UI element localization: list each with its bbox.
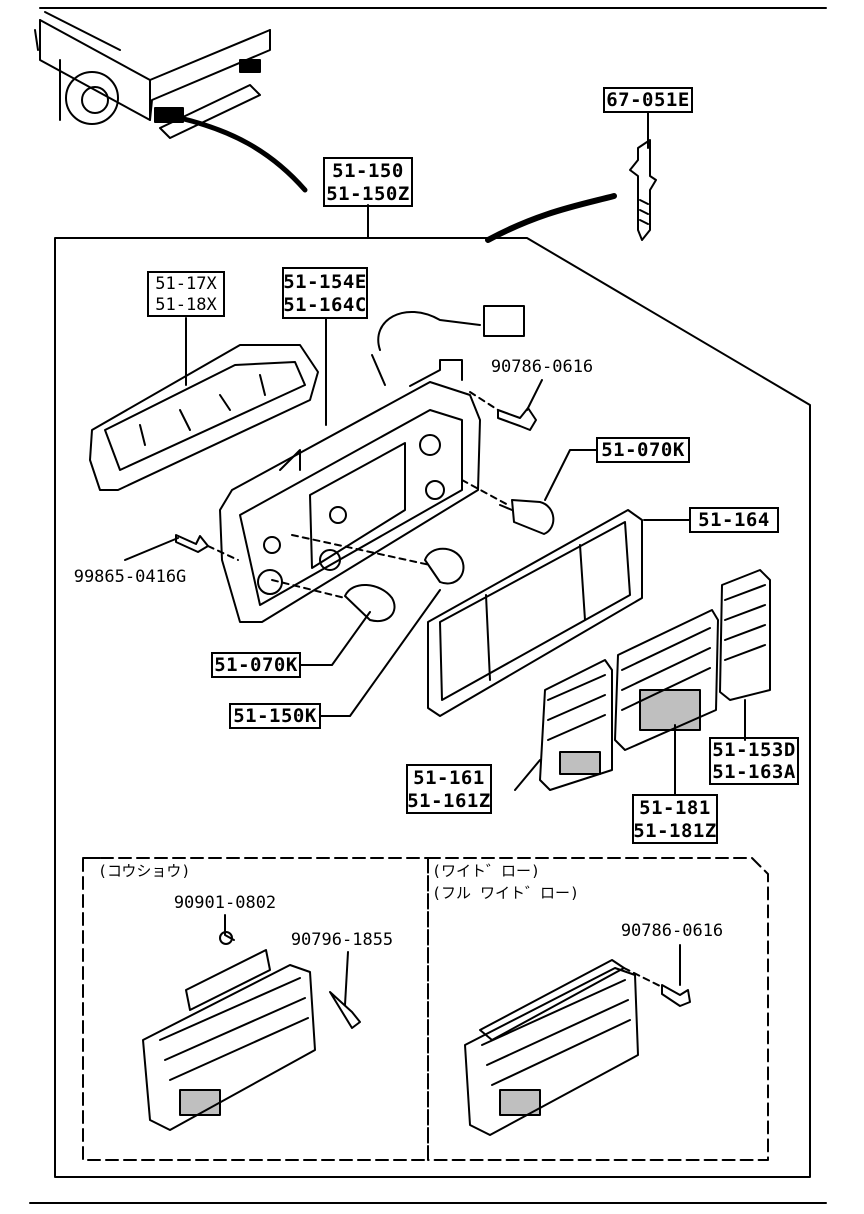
section-title-right-2: (フル ワイト゛ロー) [432,884,579,902]
box-67-051E [603,87,693,113]
box-51-164 [689,507,779,533]
bulb-component-right [461,449,598,535]
label-67-051E: 67-051E [606,89,690,111]
assembly-boundary [54,237,811,1178]
socket-component [629,111,657,241]
housing-component [219,305,525,623]
label-51-150: 51-150 [332,160,404,182]
lens-component-153 [719,569,771,741]
leader-curve-truck [177,115,308,193]
box-51-181 [632,794,718,844]
box-51-17X [147,271,225,317]
label-51-150Z: 51-150Z [326,183,410,205]
label-51-150K: 51-150K [233,705,317,727]
box-51-150 [323,157,413,207]
small-lamp-left [142,914,361,1131]
label-51-070K-left: 51-070K [214,654,298,676]
label-90796-1855: 90796-1855 [291,930,393,950]
label-90786-0616-b: 90786-0616 [621,921,723,941]
screw-component-b [124,534,239,561]
lens-component-181 [614,609,719,796]
box-51-070K-right [596,437,690,463]
label-51-164: 51-164 [698,509,770,531]
label-90786-0616-a: 90786-0616 [491,357,593,377]
bulb-component-center [271,534,465,717]
leader-curve-socket [485,193,617,243]
box-51-153D [709,737,799,785]
box-51-154E [282,267,368,319]
label-51-163A: 51-163A [712,761,796,783]
sub-box-right [427,857,769,1161]
box-51-150K [229,703,321,729]
label-99865-0416G: 99865-0416G [74,567,187,587]
label-51-161Z: 51-161Z [407,790,491,812]
lens-component-161 [514,659,613,791]
label-51-164C: 51-164C [283,294,367,316]
section-title-left: (コウショウ) [98,862,190,880]
label-51-161: 51-161 [413,767,485,789]
label-51-070K-right: 51-070K [601,439,685,461]
label-51-153D: 51-153D [712,739,796,761]
screw-component-a [469,379,543,431]
label-51-18X: 51-18X [155,295,217,315]
box-51-161 [406,764,492,814]
section-title-right-1: (ワイト゛ロー) [432,862,540,880]
label-51-181Z: 51-181Z [633,820,717,842]
label-90901-0802: 90901-0802 [174,893,276,913]
label-51-17X: 51-17X [155,274,217,294]
truck-illustration [34,11,271,139]
box-51-070K-left [211,652,301,678]
small-lamp-right [464,944,691,1136]
label-51-181: 51-181 [639,797,711,819]
label-51-154E: 51-154E [283,271,367,293]
cover-component [89,317,319,491]
gasket-component [427,509,691,717]
